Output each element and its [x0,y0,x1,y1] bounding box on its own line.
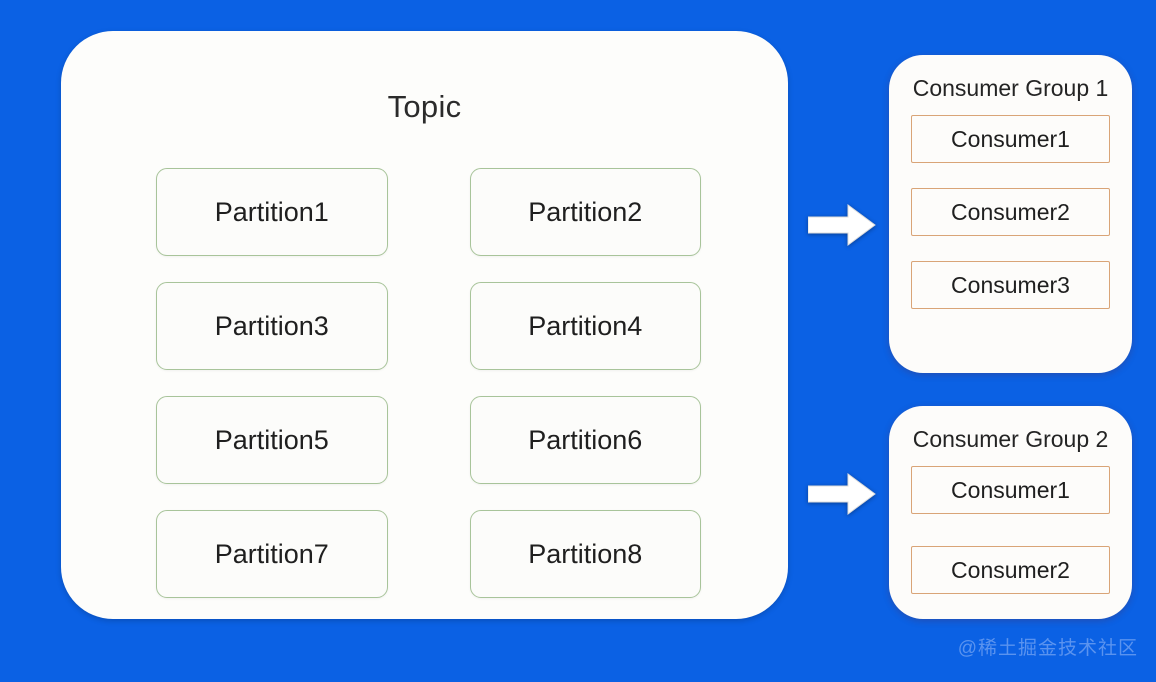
topic-card: Topic Partition1 Partition2 Partition3 P… [61,31,788,619]
consumer-list: Consumer1 Consumer2 Consumer3 [911,115,1110,351]
consumer-box[interactable]: Consumer1 [911,466,1110,514]
consumer-group-title: Consumer Group 1 [912,75,1109,101]
partition-box[interactable]: Partition7 [156,510,388,598]
consumer-box[interactable]: Consumer1 [911,115,1110,163]
consumer-group-title: Consumer Group 2 [912,426,1109,452]
right-arrow-icon [808,203,876,247]
right-arrow-icon [808,472,876,516]
consumer-group-card: Consumer Group 1 Consumer1 Consumer2 Con… [889,55,1132,373]
watermark: @稀土掘金技术社区 [957,638,1138,659]
partition-box[interactable]: Partition3 [156,282,388,370]
partition-grid: Partition1 Partition2 Partition3 Partiti… [156,168,701,598]
partition-box[interactable]: Partition6 [469,396,701,484]
partition-box[interactable]: Partition8 [469,510,701,598]
consumer-list: Consumer1 Consumer2 [911,466,1110,597]
partition-box[interactable]: Partition5 [156,396,388,484]
consumer-group-card: Consumer Group 2 Consumer1 Consumer2 [889,406,1132,619]
partition-box[interactable]: Partition4 [469,282,701,370]
consumer-box[interactable]: Consumer2 [911,546,1110,594]
consumer-box[interactable]: Consumer3 [911,261,1110,309]
topic-title: Topic [387,89,462,124]
partition-box[interactable]: Partition1 [156,168,388,256]
consumer-box[interactable]: Consumer2 [911,188,1110,236]
partition-box[interactable]: Partition2 [469,168,701,256]
